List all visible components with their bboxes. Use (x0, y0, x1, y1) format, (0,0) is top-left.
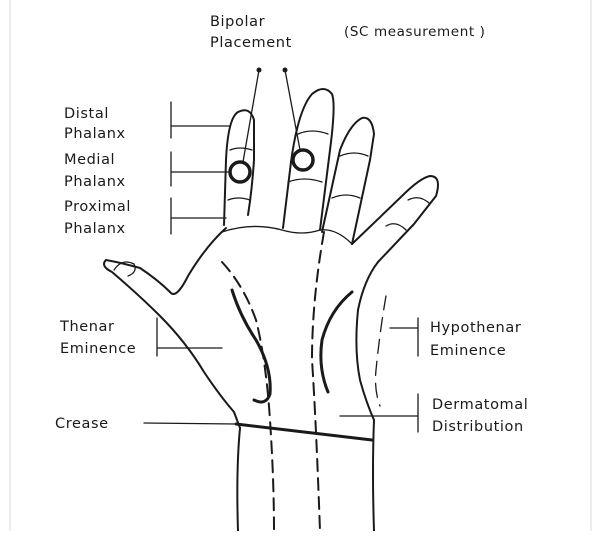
dermatomal-line-left (222, 262, 274, 531)
hypothenar-bracket (390, 318, 418, 356)
hand-outline (104, 89, 438, 531)
index-proximal-crease (228, 198, 250, 200)
electrode-middle (293, 150, 313, 170)
dermatomal-bracket (340, 394, 418, 432)
crease-pointer (144, 423, 236, 424)
hypothenar-label-line1: Hypothenar (430, 320, 521, 336)
distal-bracket (171, 102, 230, 138)
bipolar-label-line1: Bipolar (210, 14, 265, 30)
proximal-bracket (171, 198, 226, 234)
bipolar-label-line2: Placement (210, 35, 292, 51)
ulnar-palm-edge (356, 262, 378, 420)
little-proximal-crease (386, 224, 406, 230)
ring-finger-outline (322, 118, 374, 244)
ring-proximal-crease (332, 195, 360, 198)
sc-measurement-label: (SC measurement ) (344, 24, 486, 40)
dermatomal-label-line1: Dermatomal (432, 397, 528, 413)
distal-label-line2: Phalanx (64, 126, 126, 142)
wrist-crease-line (236, 424, 372, 440)
thenar-label-line1: Thenar (59, 319, 115, 335)
medial-label-line2: Phalanx (64, 174, 126, 190)
middle-distal-crease (298, 131, 328, 134)
dermatomal-label-line2: Distribution (432, 419, 524, 435)
thenar-label-line2: Eminence (60, 341, 136, 357)
little-distal-crease (408, 198, 430, 204)
crease-label: Crease (55, 416, 109, 432)
proximal-label-line2: Phalanx (64, 221, 126, 237)
thenar-eminence-curve (232, 290, 270, 402)
medial-label-line1: Medial (64, 152, 115, 168)
lead-wire-left (243, 70, 259, 162)
forearm-right-edge (373, 420, 374, 531)
middle-proximal-crease (288, 179, 322, 182)
medial-bracket (171, 152, 228, 186)
palm-base-crease (222, 226, 352, 244)
ring-distal-crease (340, 153, 368, 156)
distal-label-line1: Distal (64, 106, 109, 122)
bipolar-electrodes (230, 68, 313, 183)
electrode-index (230, 162, 250, 182)
dermatomal-line-right (312, 232, 324, 531)
index-distal-crease (230, 148, 252, 150)
hypothenar-label-line2: Eminence (430, 343, 506, 359)
thumb-outline (104, 228, 240, 428)
lead-wire-right (285, 70, 300, 150)
little-finger-outline (352, 176, 438, 262)
hypothenar-eminence-curve (321, 292, 352, 392)
forearm-left-edge (237, 428, 240, 531)
middle-finger-outline (283, 89, 334, 230)
proximal-label-line1: Proximal (64, 199, 131, 215)
hypothenar-dashed-border (376, 296, 387, 406)
